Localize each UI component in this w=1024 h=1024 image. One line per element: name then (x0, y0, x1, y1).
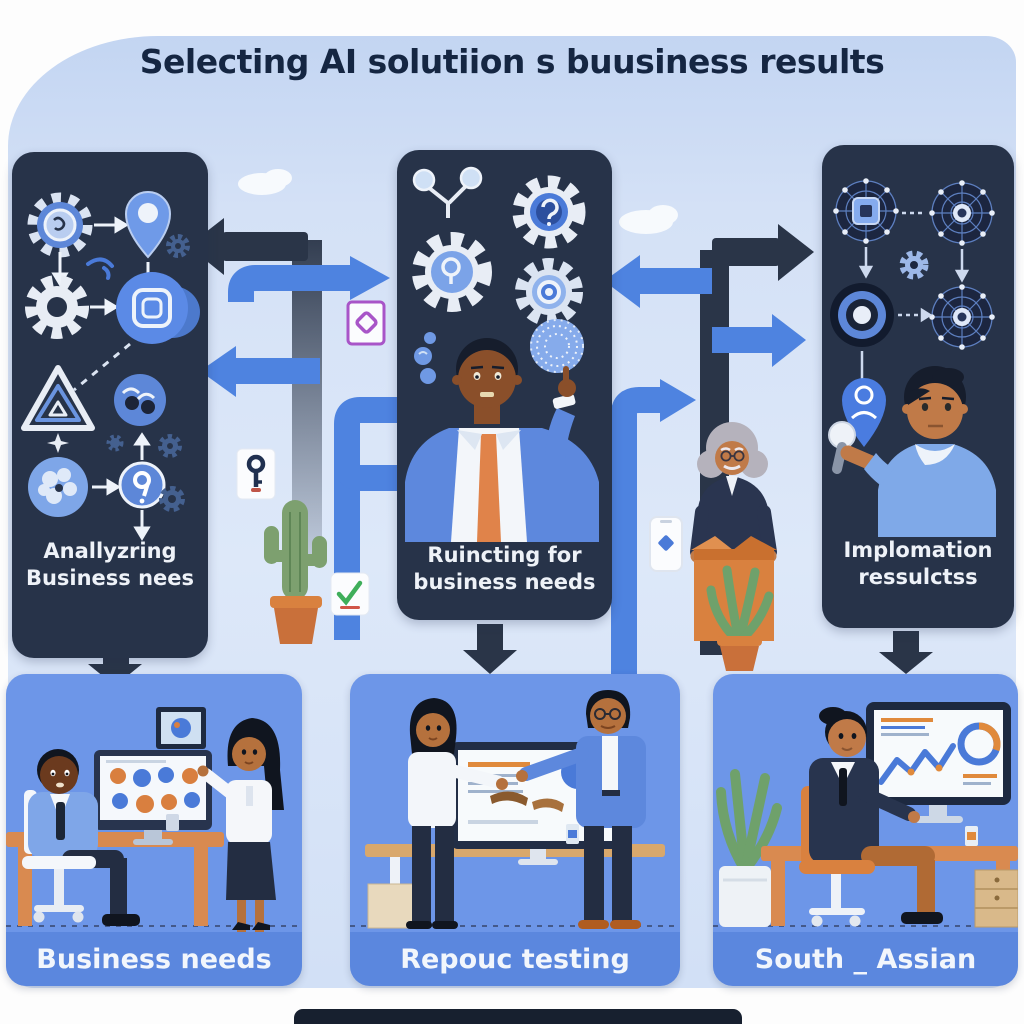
scene-product-testing: Repouc testing (350, 674, 680, 986)
standing-woman-figure (197, 718, 284, 932)
dashed-link (73, 342, 131, 392)
brain-gear-icon (27, 192, 93, 258)
check-card-icon (330, 572, 370, 616)
seated-man-figure (799, 707, 943, 927)
scene3-caption: South _ Assian (713, 932, 1018, 986)
stage-label-analyzing: Anallyzring Business nees (25, 539, 195, 591)
neural-mesh-chip-icon (832, 177, 900, 245)
arrow-right-icon (92, 478, 121, 496)
scene-results: South _ Assian (713, 674, 1018, 986)
stage-panel-selecting: Ruincting for business needs (397, 150, 612, 620)
neural-mesh-icon (928, 179, 996, 247)
white-gear-icon (25, 275, 89, 339)
warning-triangle-icon (21, 365, 95, 431)
arrow-right-icon (94, 216, 129, 234)
down-arrow-right-icon (879, 631, 933, 674)
team-faces-icon (114, 374, 166, 426)
small-gear-icon (166, 234, 190, 258)
down-arrow-middle-icon (463, 624, 517, 674)
seated-man-figure (22, 749, 140, 926)
scene1-caption: Business needs (6, 932, 302, 986)
blue-pipe-left-icon (334, 397, 400, 640)
bottom-bar (294, 1009, 742, 1024)
monitor-with-charts (866, 702, 1011, 823)
dotted-globe-icon (530, 319, 584, 373)
implementation-figure (828, 366, 996, 537)
sparkle-icon (47, 433, 69, 453)
cactus-plant (264, 500, 327, 644)
potted-plant (706, 565, 774, 671)
page-title: Selecting AI solutiion s buusiness resul… (139, 42, 885, 81)
mini-gears-icon (106, 434, 185, 512)
blue-arrow-left2-icon (604, 255, 712, 308)
scene-business-needs: Business needs (6, 674, 302, 986)
box (367, 883, 417, 929)
cup (965, 826, 978, 846)
key-card-icon (236, 448, 276, 500)
question-node-icon (118, 461, 166, 509)
stage-label-implementation: Implomation ressulctss (843, 538, 993, 590)
gear-question-icon (512, 175, 586, 249)
thought-bubbles-icon (414, 332, 436, 384)
gear-search-icon (412, 232, 492, 312)
stage-panel-implementation: Implomation ressulctss (822, 145, 1014, 628)
blue-arrow-right2-icon (712, 314, 806, 367)
caption-text: South _ Assian (754, 943, 977, 975)
scene2-illustration (350, 690, 680, 929)
blue-arrow-right-icon (228, 256, 390, 302)
stage-panel-analyzing: Anallyzring Business nees (12, 152, 208, 658)
arrow-right-icon (90, 298, 119, 316)
businessman-figure (405, 338, 599, 542)
monitor (94, 750, 212, 845)
scene2-caption: Repouc testing (350, 932, 680, 986)
caption-text: Repouc testing (400, 943, 630, 975)
office-plant (716, 769, 782, 927)
target-icon (830, 283, 894, 347)
app-window-icon (116, 272, 200, 344)
neural-mesh-icon (928, 283, 996, 351)
mesh-links (858, 211, 970, 379)
gear-rings-icon (515, 258, 583, 326)
cup (166, 814, 179, 831)
swoosh-icon (86, 257, 114, 280)
blue-pipe-right-icon (611, 379, 696, 700)
brain-icon (28, 457, 88, 517)
cloud-icon (238, 169, 678, 234)
caption-text: Business needs (36, 943, 272, 975)
wall-screen (156, 707, 206, 749)
stage-label-selecting: Ruincting for business needs (413, 543, 596, 595)
standing-man-figure (516, 690, 646, 929)
scene3-illustration (713, 702, 1018, 928)
standing-woman-figure (406, 698, 508, 929)
small-gear-icon (899, 250, 929, 280)
drawer-unit (974, 869, 1018, 928)
location-pin-icon (124, 191, 172, 259)
scene1-illustration (6, 707, 302, 932)
mini-arrows-icon (133, 432, 151, 541)
phone-icon (649, 516, 683, 572)
blue-arrow-left-icon (200, 346, 320, 397)
diamond-card-icon (346, 300, 386, 346)
node-branch-icon (412, 166, 483, 218)
cup (566, 824, 579, 844)
